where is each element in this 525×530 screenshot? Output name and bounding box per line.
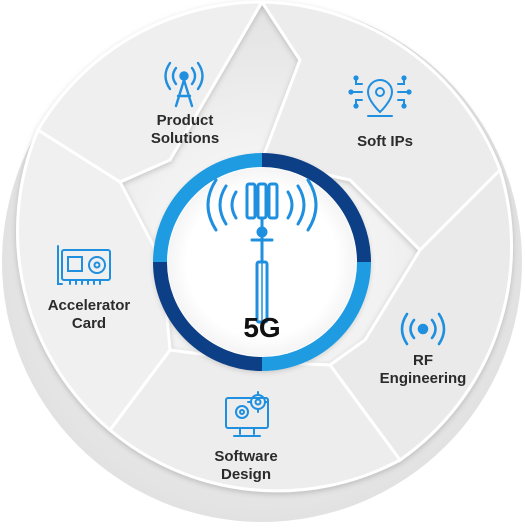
- segment-label-software-design: Software Design: [214, 448, 278, 483]
- segment-label-product-solutions: Product Solutions: [150, 112, 220, 147]
- expansion-card-icon: [57, 245, 111, 285]
- wheel-segments: [16, 0, 514, 493]
- monitor-gear-icon: [225, 391, 269, 437]
- antenna-broadcast-icon: [164, 61, 204, 108]
- radio-waves-icon: [400, 312, 446, 346]
- chip-location-icon: [348, 75, 412, 117]
- segment-rf-engineering: [327, 167, 514, 463]
- segment-label-rf-engineering: RF Engineering: [379, 352, 467, 387]
- segment-product-solutions: [35, 0, 265, 184]
- segment-label-accelerator-card: Accelerator Card: [47, 297, 131, 332]
- segment-label-soft-ips: Soft IPs: [357, 133, 413, 150]
- hub-label: 5G: [243, 312, 281, 343]
- cell-tower-icon: [206, 178, 318, 324]
